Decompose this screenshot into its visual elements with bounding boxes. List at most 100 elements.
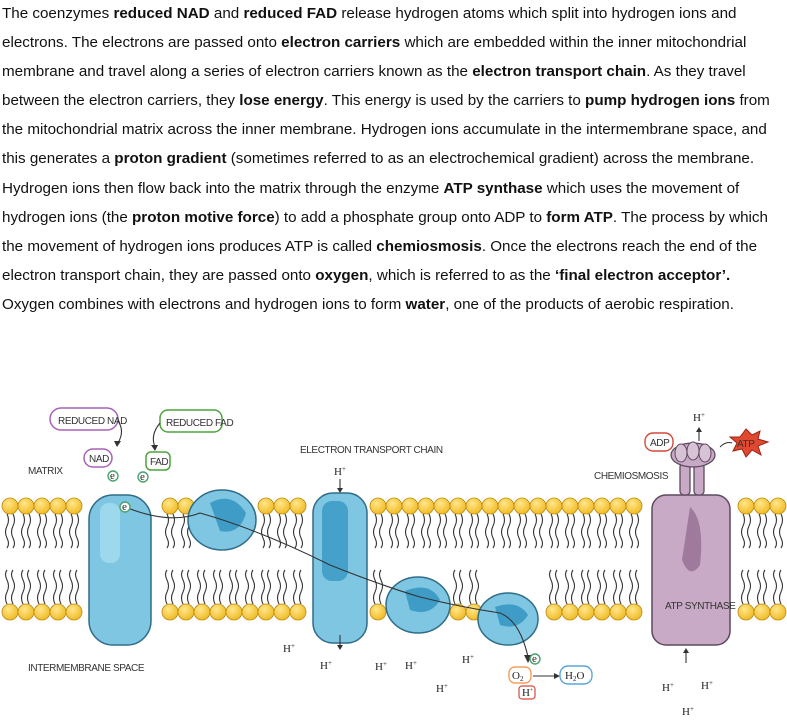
fad-bubble: FAD xyxy=(145,451,171,471)
phospholipid-tail xyxy=(570,569,576,605)
phospholipid-head xyxy=(561,603,579,621)
phospholipid-tail xyxy=(276,513,282,549)
phospholipid-tail xyxy=(762,569,768,605)
phospholipid-head xyxy=(737,497,755,515)
svg-text:H+: H+ xyxy=(522,687,534,699)
water-reaction-arrowhead xyxy=(554,673,560,679)
text-run: . Once the electrons reach the end of th… xyxy=(2,237,758,284)
phospholipid-tail xyxy=(442,513,448,549)
proton-label: H+ xyxy=(682,705,694,718)
phospholipid-head xyxy=(609,497,627,515)
phospholipid-tail xyxy=(474,569,480,605)
phospholipid-tail xyxy=(612,513,618,549)
fad-arrow xyxy=(152,422,161,448)
phospholipid-tail xyxy=(468,513,474,549)
phospholipid-head xyxy=(529,497,547,515)
phospholipid-head xyxy=(241,603,259,621)
phospholipid-tail xyxy=(42,513,48,549)
svg-text:e: e xyxy=(110,470,115,482)
phospholipid-tail xyxy=(36,513,42,549)
phospholipid-head xyxy=(369,603,387,621)
phospholipid-tail xyxy=(378,513,384,549)
bold-term: water xyxy=(405,295,446,313)
phospholipid-head xyxy=(65,497,83,515)
phospholipid-head xyxy=(513,497,531,515)
phospholipid-tail xyxy=(180,569,186,605)
svg-text:e: e xyxy=(140,471,145,483)
phospholipid-tail xyxy=(20,569,26,605)
chemiosmosis-label: CHEMIOSMOSIS xyxy=(594,471,669,482)
text-run: . As they travel between the electron ca… xyxy=(2,63,746,110)
phospholipid-head xyxy=(289,497,307,515)
proton-label: H+ xyxy=(436,682,448,695)
phospholipid-head xyxy=(465,497,483,515)
phospholipid-tail xyxy=(260,513,266,549)
proton-label: H+ xyxy=(693,411,705,424)
text-run: The coenzymes xyxy=(2,5,114,22)
bold-term: electron carriers xyxy=(281,34,401,52)
text-run: and xyxy=(209,5,244,22)
phospholipid-tail xyxy=(298,569,304,605)
phospholipid-head xyxy=(49,603,67,621)
phospholipid-head xyxy=(161,603,179,621)
svg-text:ATP: ATP xyxy=(737,439,755,450)
proton-label: H+ xyxy=(334,465,346,478)
phospholipid-head xyxy=(769,497,787,515)
phospholipid-tail xyxy=(570,513,576,549)
phospholipid-head xyxy=(625,603,643,621)
phospholipid-tail xyxy=(746,513,752,549)
phospholipid-tail xyxy=(772,513,778,549)
proton-arrow-ims-head xyxy=(337,645,343,650)
phospholipid-head xyxy=(1,497,19,515)
phospholipid-tail xyxy=(634,569,640,605)
phospholipid-head xyxy=(753,497,771,515)
phospholipid-head xyxy=(273,497,291,515)
phospholipid-tail xyxy=(580,513,586,549)
oxygen-bubble: O2 xyxy=(508,666,532,684)
bold-term: chemiosmosis xyxy=(376,237,482,255)
phospholipid-tail xyxy=(426,513,432,549)
phospholipid-tail xyxy=(522,513,528,549)
phospholipid-tail xyxy=(4,513,10,549)
phospholipid-head xyxy=(225,603,243,621)
proton-to-water: H+ xyxy=(518,685,536,700)
phospholipid-tail xyxy=(170,513,176,549)
reduced-nad-label: REDUCED NAD xyxy=(58,416,127,427)
phospholipid-tail xyxy=(234,569,240,605)
phospholipid-head xyxy=(385,497,403,515)
phospholipid-tail xyxy=(458,513,464,549)
phospholipid-tail xyxy=(484,513,490,549)
oxygen-label: O2 xyxy=(512,670,524,683)
phospholipid-tail xyxy=(164,569,170,605)
phospholipid-head xyxy=(593,603,611,621)
reduced-fad-label: REDUCED FAD xyxy=(166,418,233,429)
electron-carrier-1 xyxy=(88,494,152,646)
phospholipid-head xyxy=(481,497,499,515)
phospholipid-tail xyxy=(596,569,602,605)
phospholipid-head xyxy=(17,497,35,515)
phospholipid-tail xyxy=(532,513,538,549)
phospholipid-tail xyxy=(266,513,272,549)
phospholipid-tail xyxy=(26,513,32,549)
phospholipid-tail xyxy=(58,513,64,549)
proton-label: H+ xyxy=(462,653,474,666)
phospholipid-tail xyxy=(282,513,288,549)
phospholipid-tail xyxy=(372,569,378,605)
phospholipid-head xyxy=(497,497,515,515)
phospholipid-tail xyxy=(596,513,602,549)
proton-label: H+ xyxy=(662,681,674,694)
phospholipid-tail xyxy=(490,513,496,549)
phospholipid-head xyxy=(433,497,451,515)
phospholipid-tail xyxy=(436,513,442,549)
atp-synthase-label: ATP SYNTHASE xyxy=(665,601,736,612)
phospholipid-tail xyxy=(548,569,554,605)
phospholipid-tail xyxy=(580,569,586,605)
phospholipid-head xyxy=(257,497,275,515)
phospholipid-head xyxy=(737,603,755,621)
phospholipid-tail xyxy=(778,513,784,549)
phospholipid-tail xyxy=(628,513,634,549)
bold-term: electron transport chain xyxy=(472,63,647,81)
phospholipid-tail xyxy=(452,513,458,549)
phospholipid-tail xyxy=(394,513,400,549)
phospholipid-head xyxy=(401,497,419,515)
